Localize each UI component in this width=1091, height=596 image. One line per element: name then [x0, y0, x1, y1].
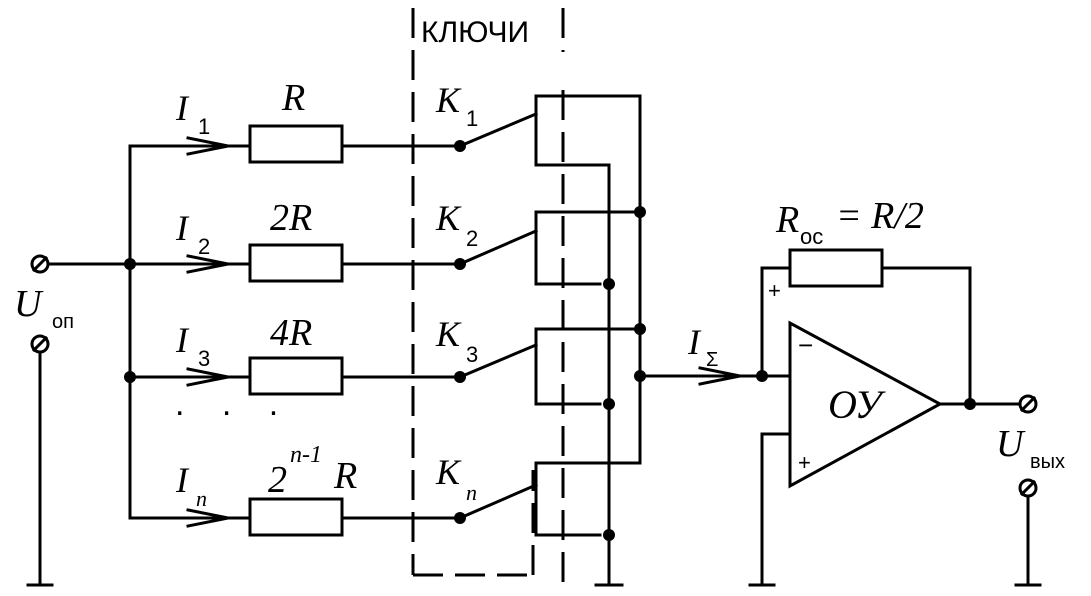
current-label-2: I [175, 208, 190, 248]
branch-3 [128, 327, 642, 406]
opamp-triangle [788, 320, 944, 489]
keys-title: КЛЮЧИ [421, 16, 529, 49]
ground-bus [594, 163, 624, 587]
resistor-label-3: 4R [270, 312, 312, 354]
resistor-2 [248, 243, 344, 283]
resistor-n [248, 497, 344, 537]
output-terminals [1014, 394, 1042, 587]
switch-sub-2: 2 [466, 226, 478, 251]
uref-label: U [14, 283, 44, 325]
uref-subscript: оп [52, 311, 74, 333]
uout-label: U [996, 423, 1026, 465]
resistor-label-2: 2R [270, 197, 312, 239]
switch-label-3: K [435, 314, 462, 354]
resistor-3 [248, 356, 344, 396]
current-sub-3: 3 [198, 346, 210, 371]
resistor-label-1: R [281, 77, 305, 119]
switch-contacts-2 [534, 210, 642, 286]
branch-2 [128, 210, 642, 286]
switch-label-1: K [435, 80, 462, 120]
resistor-label-n-base: 2 [268, 459, 287, 501]
switch-contacts-3 [534, 327, 642, 406]
switch-blade-2 [458, 229, 538, 266]
switch-sub-1: 1 [466, 106, 478, 131]
current-sub-2: 2 [198, 234, 210, 259]
current-arrow-1 [186, 136, 229, 156]
current-arrow-n [186, 508, 229, 528]
feedback-label: R [775, 199, 799, 241]
ellipsis: . . . [175, 385, 292, 423]
switch-blade-1 [458, 112, 538, 148]
switch-sub-3: 3 [466, 342, 478, 367]
resistor-label-n-exp: n-1 [290, 442, 322, 468]
sum-current-arrow [698, 366, 741, 386]
current-sub-n: n [196, 486, 207, 511]
opamp-plus-label: + [798, 450, 811, 475]
switch-label-2: K [435, 198, 462, 238]
feedback-sub: ос [800, 224, 823, 249]
summing-bus [634, 94, 764, 465]
reference-input [26, 254, 132, 587]
current-label-n: I [175, 460, 190, 500]
switch-blade-3 [458, 343, 538, 379]
uout-subscript: вых [1030, 451, 1065, 473]
branch-1 [128, 94, 642, 167]
current-arrow-2 [186, 254, 229, 274]
current-arrow-3 [186, 367, 229, 387]
resistor-label-n-tail: R [333, 455, 357, 497]
switch-label-n: K [435, 452, 462, 492]
feedback-network [756, 248, 972, 406]
sum-current-sub: Σ [706, 349, 718, 371]
switch-blade-n [458, 483, 538, 520]
feedback-resistor [788, 248, 884, 288]
sum-current-label: I [687, 322, 702, 362]
feedback-plus: + [768, 278, 781, 303]
resistor-1 [248, 124, 344, 164]
opamp-label: ОУ [828, 382, 887, 427]
switch-contacts-n [534, 461, 642, 537]
opamp-minus-label: − [798, 330, 813, 360]
opamp [748, 320, 1022, 587]
switch-contacts-1 [534, 94, 642, 167]
current-sub-1: 1 [198, 114, 210, 139]
current-label-3: I [175, 320, 190, 360]
feedback-value: = R/2 [836, 195, 924, 237]
switch-sub-n: n [466, 480, 477, 505]
branch-n [128, 461, 642, 537]
current-label-1: I [175, 88, 190, 128]
